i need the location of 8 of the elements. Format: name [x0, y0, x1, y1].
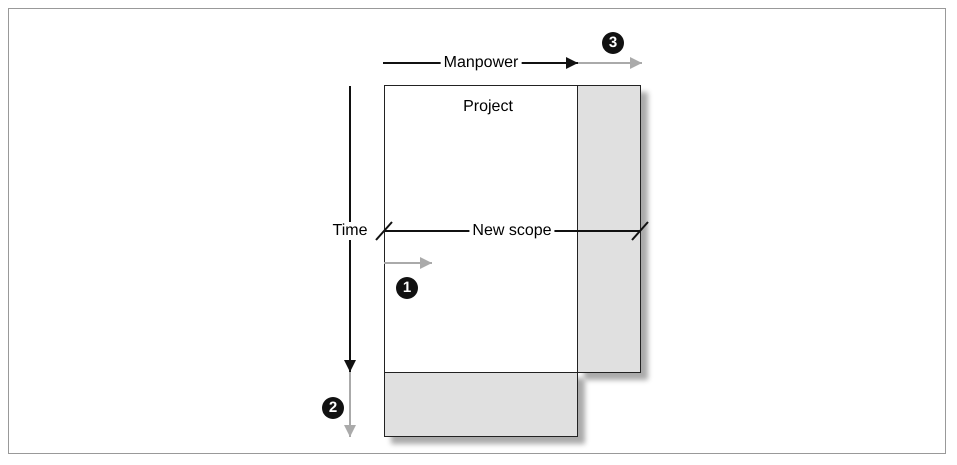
- axis-label: New scope: [469, 222, 555, 240]
- callout-number: 2: [322, 397, 344, 419]
- axis-label: Manpower: [440, 54, 522, 72]
- callout-number: 3: [602, 32, 624, 54]
- box-title: Project: [462, 98, 514, 116]
- shaded-box: [384, 371, 578, 437]
- project-box: [384, 85, 578, 373]
- shaded-box: [577, 85, 641, 373]
